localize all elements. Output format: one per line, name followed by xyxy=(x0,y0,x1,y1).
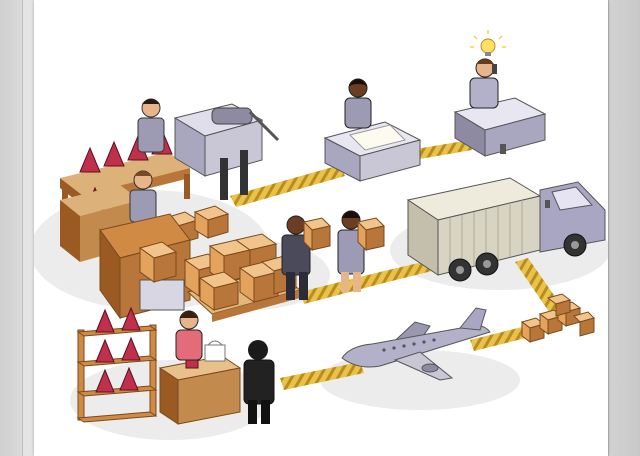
products-on-shelf xyxy=(95,306,141,393)
belt-seamstress-to-office xyxy=(410,140,472,160)
shipping-area xyxy=(520,293,595,343)
belt-plane-to-cargo xyxy=(470,325,534,351)
cargo-airplane xyxy=(341,307,491,381)
customer xyxy=(243,340,275,424)
seamstress-station xyxy=(323,78,422,182)
worker-carrying-box-1 xyxy=(281,215,331,300)
truck-wheels xyxy=(448,233,587,282)
lightbulb-icon xyxy=(470,30,506,56)
sewing-machine xyxy=(173,103,280,200)
wooden-pallet-stack xyxy=(99,213,191,320)
right-frame-bar xyxy=(608,0,640,456)
factory-worker-top xyxy=(137,98,165,153)
box-pallet xyxy=(183,233,302,322)
delivery-truck xyxy=(406,177,606,282)
worker-carrying-box-2 xyxy=(337,210,385,292)
loading-area xyxy=(281,210,385,300)
shopkeeper xyxy=(175,310,203,361)
cardboard-boxes xyxy=(183,233,298,311)
airplane-fuselage xyxy=(341,325,491,368)
supply-chain-illustration xyxy=(34,0,608,456)
belt-factory-to-seamstress xyxy=(230,165,345,207)
office-worker xyxy=(469,58,499,109)
airplane-tail xyxy=(459,307,487,331)
shop-counter xyxy=(158,340,242,425)
seamstress-worker xyxy=(344,78,372,129)
office-desk xyxy=(453,30,547,157)
retail-shop xyxy=(76,306,275,425)
left-frame-bar xyxy=(0,0,23,456)
supply-chain-svg xyxy=(34,30,608,440)
belt-shop-to-plane xyxy=(280,362,364,390)
